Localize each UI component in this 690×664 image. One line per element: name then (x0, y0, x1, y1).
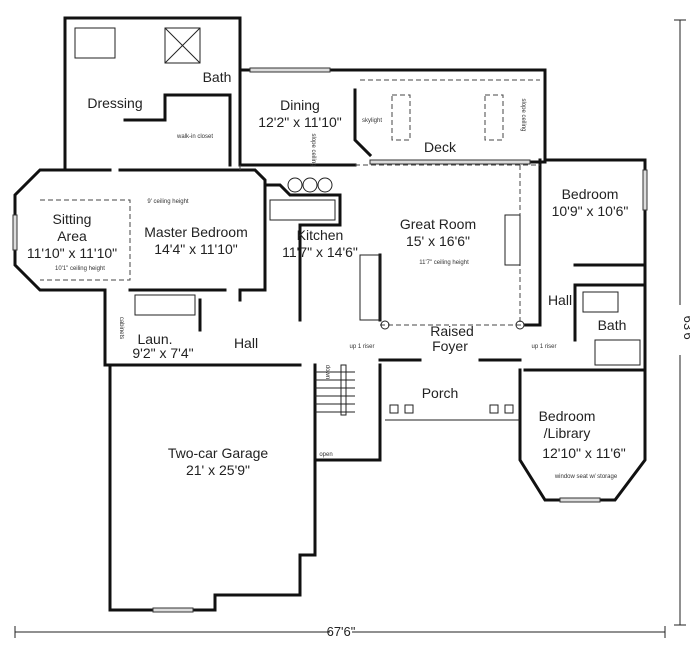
dressing-label: Dressing (87, 95, 142, 111)
library-label-1: Bedroom (539, 408, 596, 424)
library-label-2: /Library (544, 425, 591, 441)
laundry-size: 9'2" x 7'4" (132, 345, 193, 361)
porch-label: Porch (422, 385, 459, 401)
up-riser-note-east: up 1 riser (531, 344, 556, 350)
slope-ceiling-note-deck: slope ceiling (520, 98, 526, 131)
cabinets-note: cabinets (118, 317, 124, 339)
hall-west-label: Hall (234, 335, 258, 351)
details (12, 27, 648, 613)
dining-size: 12'2" x 11'10" (258, 114, 342, 130)
garage-label: Two-car Garage (168, 445, 269, 461)
window-seat-note: window seat w/ storage (554, 474, 618, 480)
dining-label: Dining (280, 97, 320, 113)
foyer-label-1: Raised (430, 323, 474, 339)
stairs (315, 364, 355, 416)
sitting-label-1: Sitting (53, 211, 92, 227)
depth-dimension: 63'6" (681, 316, 690, 345)
master-bedroom-label: Master Bedroom (144, 224, 247, 240)
skylight-note: skylight (362, 118, 382, 124)
dimensions: 67'6" 63'6" (14, 19, 690, 639)
sitting-label-2: Area (57, 228, 87, 244)
room-labels: Bath Dressing walk-in closet Dining 12'2… (27, 69, 629, 480)
kitchen-label: Kitchen (297, 227, 344, 243)
bedroom-label: Bedroom (562, 186, 619, 202)
closet-label: walk-in closet (176, 134, 213, 140)
width-dimension: 67'6" (327, 624, 356, 639)
deck-label: Deck (424, 139, 457, 155)
slope-ceiling-note: slope ceiling (310, 133, 316, 166)
great-room-ceiling-note: 11'7" ceiling height (419, 260, 469, 266)
master-bedroom-size: 14'4" x 11'10" (154, 241, 238, 257)
laundry-label: Laun. (137, 331, 172, 347)
bath-master-label: Bath (203, 69, 232, 85)
bath-east-label: Bath (598, 317, 627, 333)
up-riser-note-west: up 1 riser (349, 344, 374, 350)
sitting-size: 11'10" x 11'10" (27, 245, 117, 261)
open-note: open (319, 452, 332, 458)
down-note: down (324, 365, 330, 379)
kitchen-size: 11'7" x 14'6" (282, 244, 358, 260)
great-room-label: Great Room (400, 216, 476, 232)
bedroom-size: 10'9" x 10'6" (552, 203, 629, 219)
great-room-size: 15' x 16'6" (406, 233, 470, 249)
library-size: 12'10" x 11'6" (542, 445, 626, 461)
master-ceiling-note: 9' ceiling height (147, 199, 189, 205)
hall-east-label: Hall (548, 292, 572, 308)
sitting-ceiling-note: 10'1" ceiling height (55, 266, 105, 272)
garage-size: 21' x 25'9" (186, 462, 250, 478)
foyer-label-2: Foyer (432, 338, 468, 354)
